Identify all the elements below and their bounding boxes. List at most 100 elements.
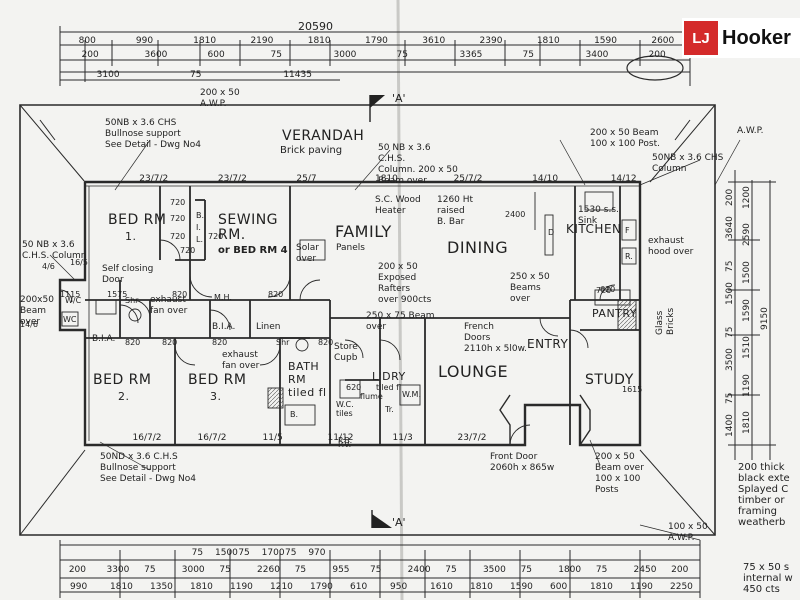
dimension-misc: 720: [180, 246, 196, 255]
dimension-misc: 720: [170, 198, 186, 207]
dimension-bottom-row3: 1190: [230, 582, 253, 592]
dimension-top-row1: 1790: [365, 36, 388, 46]
dimension-bottom-row2: 2400: [407, 565, 431, 575]
dimension-right-col2: 1500: [742, 261, 752, 284]
dimension-bottom-row1: 1500: [215, 548, 238, 558]
room-label-bed3: BED RM: [188, 372, 247, 388]
note-beam-mid: 250 x 75 Beam over: [366, 311, 435, 332]
room-label-store: Store Cupb: [334, 342, 358, 363]
room-label-wc2: W.C. tiles: [336, 400, 354, 418]
dimension-bottom-row3: 1210: [270, 582, 293, 592]
dimension-misc: 720: [170, 214, 186, 223]
dimension-top-row1: 3610: [422, 36, 446, 46]
dimension-bay-bottom: 16/7/2: [197, 433, 227, 443]
note-awp-top: 200 x 50 A.W.P.: [200, 88, 240, 109]
note-beam-left: 200x50 Beam over: [20, 295, 54, 327]
dimension-misc: 16/5: [70, 258, 88, 267]
room-label-shr1: Shr: [125, 296, 139, 305]
note-sink: 1530 s.s. Sink: [578, 205, 619, 226]
dimension-top-row2: 75: [522, 50, 534, 60]
dimension-bottom-row3: 1350: [150, 582, 173, 592]
dimension-bottom-row3: 1610: [430, 582, 453, 592]
dimension-bottom-row1: 75: [191, 548, 204, 558]
dimension-misc: 820: [318, 338, 334, 347]
room-label-bed3-num: 3.: [210, 390, 222, 403]
dimension-bottom-row2: 2260: [257, 565, 280, 575]
note-glass-bricks: Glass Bricks: [655, 307, 676, 335]
room-label-linen: Linen: [256, 322, 281, 332]
room-label-wm: W.M.: [402, 390, 421, 399]
dimension-bay-top: 14/10: [532, 174, 559, 184]
dimension-bottom-row3: 990: [70, 582, 88, 592]
note-french-doors: French Doors 2110h x 5l0w.: [464, 322, 528, 354]
note-bullnose-bottom: 50ND x 3.6 C.H.S Bullnose support See De…: [100, 452, 196, 484]
brand-logo-mark: LJ: [684, 21, 718, 55]
dimension-right-overall: 9150: [760, 307, 770, 330]
room-label-mh: M.H.: [214, 293, 232, 302]
dimension-top-row2: 200: [81, 50, 99, 60]
room-label-flume: flume: [360, 392, 383, 401]
dimension-top-row2: 3000: [333, 50, 357, 60]
dimension-right-col1: 3640: [725, 216, 735, 240]
room-label-trough: Tr.: [385, 405, 394, 414]
dimension-bay-bottom: 16/7/2: [132, 433, 162, 443]
dimension-misc: 620: [600, 285, 616, 294]
note-beam-bottom-right: 200 x 50 Beam over 100 x 100 Posts: [595, 452, 644, 495]
dimension-bottom-row2: 200: [68, 565, 86, 575]
note-column-left: 50 NB x 3.6 C.H.S. Column: [22, 240, 87, 261]
dimension-bottom-row2: 75: [445, 565, 457, 575]
brand-logo-text: Hooker: [722, 26, 791, 49]
dimension-right-col1: 3500: [725, 347, 735, 371]
dimension-bottom-row3: 1810: [470, 582, 493, 592]
dimension-top-row1: 1810: [307, 36, 331, 46]
dimension-top-row1: 2390: [479, 36, 503, 46]
dimension-bottom-row2: 1800: [558, 565, 582, 575]
dimension-top-row3: 75: [190, 70, 202, 80]
room-label-entry: ENTRY: [527, 337, 569, 351]
dimension-bottom-row1: 75: [285, 548, 297, 558]
dimension-misc: 820: [125, 338, 141, 347]
right-dimension-lines: [728, 170, 776, 460]
dimension-bottom-row3: 1810: [190, 582, 213, 592]
note-beams-over: 250 x 50 Beams over: [510, 272, 550, 304]
dimension-bottom-row3: 1810: [110, 582, 133, 592]
bottom-dimension-lines: [59, 540, 701, 598]
dimension-right-col2: 1810: [742, 411, 752, 435]
dimension-top-row3: 3100: [96, 70, 120, 80]
dimension-bay-bottom: 23/7/2: [457, 433, 487, 443]
dimension-bay-top: 23/7/2: [139, 174, 169, 184]
room-label-dining: DINING: [447, 238, 509, 257]
dimension-misc: 1615: [622, 385, 643, 394]
section-label-bottom: 'A': [392, 516, 406, 529]
dimension-misc: 820: [268, 290, 284, 299]
dimension-top-row2: 75: [396, 50, 408, 60]
dimension-misc: 820: [162, 338, 178, 347]
room-label-bath: BATH RM tiled fl: [288, 360, 327, 399]
dimension-misc: 720: [208, 232, 224, 241]
brand-logo: LJ Hooker: [682, 18, 800, 58]
dimension-bottom-row1: 1700: [261, 548, 285, 558]
section-marker-bottom: [371, 510, 392, 528]
room-label-d: D: [548, 228, 555, 237]
room-label-family: FAMILY: [335, 222, 392, 241]
room-label-bia1: B.I.A.: [92, 334, 116, 344]
room-label-verandah: VERANDAH: [282, 128, 365, 144]
room-label-fridge: F: [625, 226, 630, 235]
dimension-bottom-row2: 75: [595, 565, 608, 575]
dimension-top-row1: 1810: [536, 36, 560, 46]
bay-window: [499, 394, 591, 446]
dimension-right-col2: 2590: [742, 223, 752, 247]
dimension-bottom-row2: 3300: [106, 565, 130, 575]
dimension-bottom-row1: 75: [238, 548, 250, 558]
dimension-right-col1: 200: [725, 189, 735, 207]
dimension-right-col1: 1500: [725, 282, 735, 306]
leader-lines: [49, 139, 741, 541]
dimension-bottom-row3: 1190: [630, 582, 653, 592]
dimension-bottom-row2: 75: [144, 565, 156, 575]
note-raised-bar: 1260 Ht raised B. Bar: [437, 195, 474, 227]
room-label-ref: R.: [625, 252, 633, 261]
dimension-bottom-row2: 75: [370, 565, 382, 575]
note-exterior-wall: 200 thick black exte Splayed C timber or…: [738, 462, 790, 528]
dimension-bottom-row2: 200: [671, 565, 689, 575]
